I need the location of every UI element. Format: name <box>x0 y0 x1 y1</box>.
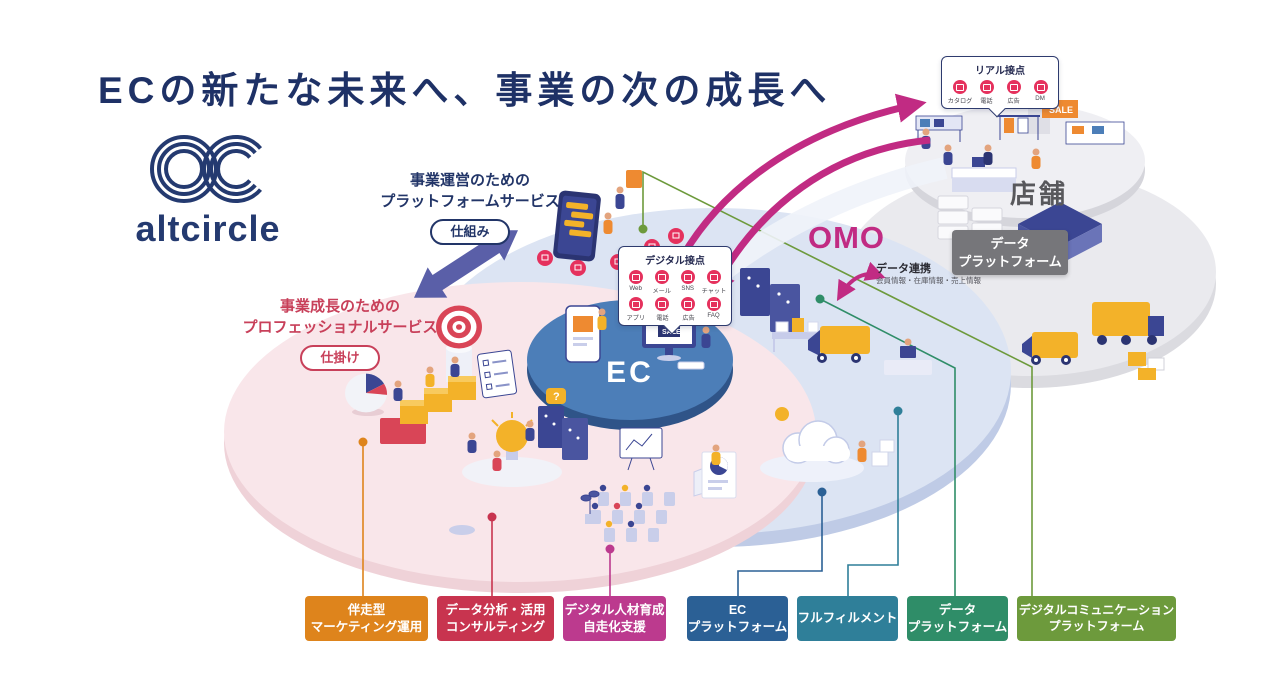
lightbulb-icon <box>496 420 528 452</box>
clothing-rack <box>998 115 1040 140</box>
label-marketing-ops: 伴走型マーケティング運用 <box>305 596 428 641</box>
ad-icon <box>681 297 695 311</box>
robot-vacuum <box>449 525 475 535</box>
professional-scene: ? <box>345 305 737 542</box>
data-platform-box: データ プラットフォーム <box>952 230 1068 276</box>
platform-service-heading: 事業運営のための プラットフォームサービス 仕組み <box>368 170 572 246</box>
chart-board-icon <box>701 451 737 499</box>
altcircle-wordmark: altcircle <box>135 208 281 249</box>
store-label: 店舗 <box>1010 179 1069 209</box>
phone-icon <box>655 297 669 311</box>
ecommerce-scene: SALE <box>537 190 932 482</box>
chat-icon <box>707 270 721 284</box>
checklist-icon <box>476 349 518 399</box>
big-smartphone-icon <box>553 190 601 262</box>
shop-shelf <box>915 115 963 142</box>
people-figures <box>393 128 1041 471</box>
svg-text:?: ? <box>553 391 560 403</box>
exchange-arrow <box>414 230 518 298</box>
professional-service-heading: 事業成長のための プロフェッショナルサービス 仕掛け <box>238 296 442 372</box>
store-van-icon <box>1022 332 1078 365</box>
dm-icon <box>1033 80 1048 94</box>
sns-icon <box>681 270 695 284</box>
altcircle-logo-mark <box>150 135 263 203</box>
audience-seats <box>590 484 675 542</box>
shopper-with-bag <box>615 170 642 209</box>
omo-label: OMO <box>808 220 886 255</box>
plant <box>580 490 600 524</box>
real-touchpoints-card: リアル接点 カタログ 電話 広告 DM <box>941 56 1059 118</box>
data-linkage-arrow <box>836 261 886 302</box>
pie-chart-icon <box>345 373 388 413</box>
shikumi-badge: 仕組み <box>430 219 510 246</box>
digital-touchpoints-card: デジタル接点 Web メール SNS チャット アプリ 電話 広告 FAQ <box>618 246 732 335</box>
shikake-badge: 仕掛け <box>300 345 380 372</box>
phone-icon <box>979 80 994 94</box>
page-title: ECの新たな未来へ、事業の次の成長へ <box>98 70 832 111</box>
whiteboard-icon <box>619 427 663 471</box>
catalog-icon <box>952 80 967 94</box>
svg-text:SALE: SALE <box>1049 105 1073 115</box>
connector-dots <box>358 224 903 554</box>
store-truck-icon <box>1092 302 1164 345</box>
display-cabinet <box>1065 121 1125 145</box>
label-data-consulting: データ分析・活用コンサルティング <box>437 596 554 641</box>
label-talent-development: デジタル人材育成自走化支援 <box>563 596 666 641</box>
label-digital-communication: デジタルコミュニケーションプラットフォーム <box>1017 596 1176 641</box>
label-data-platform: データプラットフォーム <box>907 596 1008 641</box>
question-bubble <box>546 388 566 404</box>
mail-icon <box>655 270 669 284</box>
cloud-platform-icon <box>760 407 864 482</box>
target-icon <box>436 305 482 349</box>
data-linkage-note: データ連携 会員情報・在庫情報・売上情報 <box>876 263 981 286</box>
ad-icon <box>1006 80 1021 94</box>
checkout-counter <box>951 157 1017 192</box>
web-icon <box>629 270 643 284</box>
ec-label: EC <box>606 356 654 389</box>
store-scene: SALE <box>915 88 1165 380</box>
label-fulfillment: フルフィルメント <box>797 596 898 641</box>
delivery-truck-icon <box>808 326 870 363</box>
faq-icon <box>707 297 721 311</box>
app-icon <box>629 297 643 311</box>
